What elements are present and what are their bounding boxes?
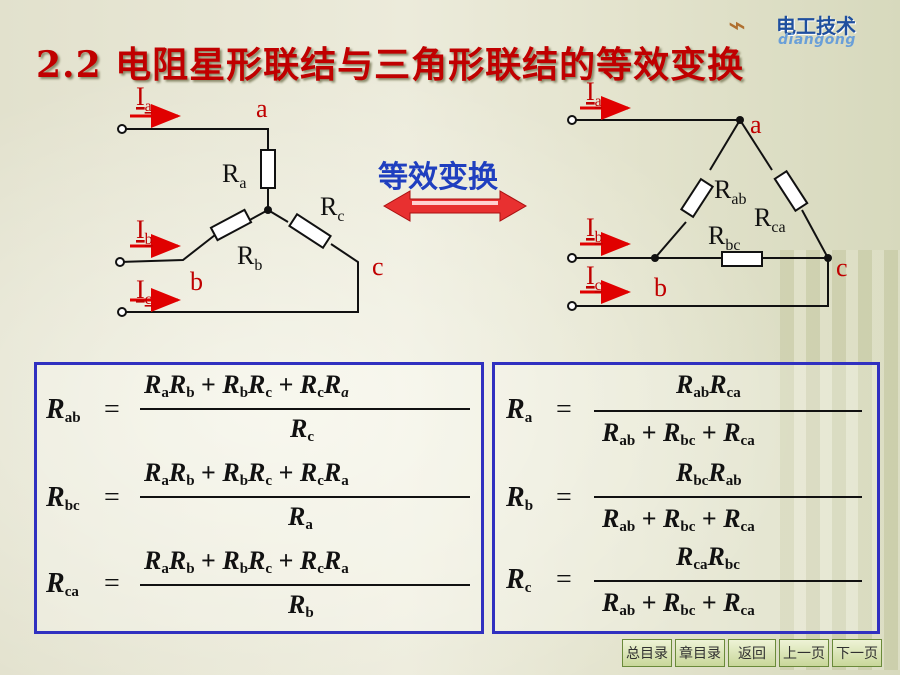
slide-title: 2.2 电阻星形联结与三角形联结的等效变换 (36, 44, 745, 86)
fraction-bar (594, 580, 862, 582)
star-current-c: Ic (136, 275, 152, 308)
star-current-b: Ib (136, 215, 153, 248)
formula-rb-denominator: Rab + Rbc + Rca (602, 504, 755, 535)
delta-label-rca: Rca (754, 203, 786, 236)
formula-ra-lhs: Ra (506, 394, 533, 426)
star-label-rb: Rb (237, 241, 262, 274)
fraction-bar (594, 410, 862, 412)
formula-rc-denominator: Rab + Rbc + Rca (602, 588, 755, 619)
double-arrow-icon (382, 190, 528, 222)
nav-prev-page-button[interactable]: 上一页 (779, 639, 829, 667)
delta-node-b: b (654, 273, 667, 302)
fraction-bar (140, 584, 470, 586)
star-node-b: b (190, 267, 203, 296)
formula-rab-lhs: Rab (46, 394, 81, 426)
equivalent-transform-label: 等效变换 (378, 160, 499, 195)
formula-ra-denominator: Rab + Rbc + Rca (602, 418, 755, 449)
resistor-logo-icon: ⌁ (728, 8, 747, 43)
circuit-diagrams: Ia Ib Ic a b c Ra Rb Rc 等效变换 Ia Ib Ic a … (115, 77, 848, 317)
formula-rca-lhs: Rca (46, 568, 79, 600)
equals-sign: = (556, 482, 572, 513)
formula-ra-numerator: RabRca (676, 370, 741, 401)
formula-rab-numerator: RaRb + RbRc + RcRa (144, 370, 349, 401)
formula-rbc-numerator: RaRb + RbRc + RcRa (144, 458, 349, 489)
nav-next-page-button[interactable]: 下一页 (832, 639, 882, 667)
formula-rb-lhs: Rb (506, 482, 534, 514)
equals-sign: = (556, 564, 572, 595)
formula-rb-numerator: RbcRab (676, 458, 742, 489)
logo-english-text: diangong (778, 32, 856, 48)
equals-sign: = (556, 394, 572, 425)
equals-sign: = (104, 482, 120, 513)
delta-current-a: Ia (586, 77, 602, 110)
logo-chinese-text: 电工技术 (776, 14, 856, 38)
resistor-ra (260, 149, 276, 189)
resistor-rab (679, 177, 715, 219)
fraction-bar (140, 408, 470, 410)
delta-from-star-formulas (34, 362, 484, 634)
formula-rc-lhs: Rc (506, 564, 532, 596)
resistor-rb (209, 208, 253, 242)
formula-rab-denominator: Rc (290, 414, 315, 445)
formula-rc-numerator: RcaRbc (676, 542, 740, 573)
formula-rca-denominator: Rb (288, 590, 314, 621)
course-logo: ⌁ 电工技术 diangong (722, 4, 892, 50)
formula-rca-numerator: RaRb + RbRc + RcRa (144, 546, 349, 577)
nav-back-button[interactable]: 返回 (728, 639, 776, 667)
resistor-rca (773, 169, 809, 213)
nav-main-contents-button[interactable]: 总目录 (622, 639, 672, 667)
delta-label-rab: Rab (714, 175, 746, 208)
delta-node-a: a (750, 110, 762, 139)
star-from-delta-formulas (492, 362, 880, 634)
delta-label-rbc: Rbc (708, 221, 740, 254)
star-circuit (119, 128, 359, 313)
fraction-bar (594, 496, 862, 498)
star-label-rc: Rc (320, 192, 344, 225)
equals-sign: = (104, 568, 120, 599)
equals-sign: = (104, 394, 120, 425)
decorative-stripes (780, 250, 900, 670)
formula-rbc-denominator: Ra (288, 502, 313, 533)
star-current-a: Ia (136, 82, 152, 115)
formula-rbc-lhs: Rbc (46, 482, 80, 514)
delta-current-c: Ic (586, 261, 602, 294)
star-label-ra: Ra (222, 159, 246, 192)
nav-chapter-contents-button[interactable]: 章目录 (675, 639, 725, 667)
star-node-a: a (256, 94, 268, 123)
resistor-rbc (721, 251, 763, 267)
delta-node-c: c (836, 253, 848, 282)
resistor-rc (288, 212, 332, 250)
delta-circuit (572, 119, 829, 307)
star-node-c: c (372, 252, 384, 281)
fraction-bar (140, 496, 470, 498)
delta-current-b: Ib (586, 213, 603, 246)
